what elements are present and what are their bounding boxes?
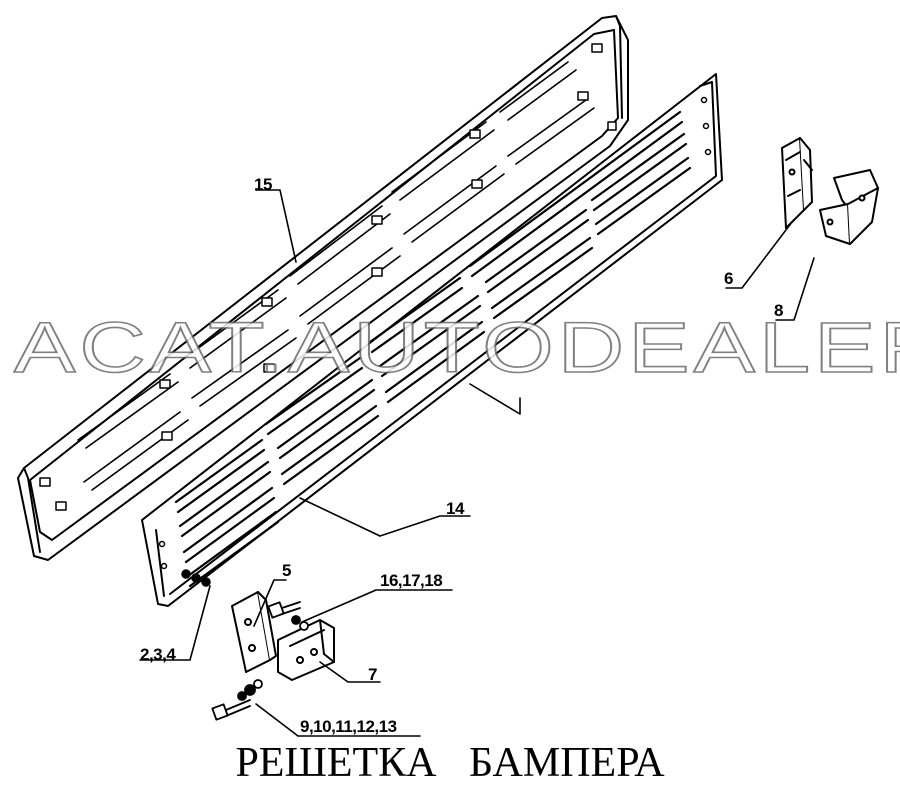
leader-lines <box>139 189 815 737</box>
bumper-grille-panel <box>141 73 723 607</box>
callout-16-17-18: 16,17,18 <box>380 571 443 590</box>
callout-7: 7 <box>368 665 377 684</box>
bolt-set-9-13 <box>211 679 263 721</box>
bracket-5 <box>231 591 277 673</box>
callout-5: 5 <box>282 561 291 580</box>
bracket-7 <box>277 619 335 681</box>
callout-15: 15 <box>254 175 272 194</box>
callout-14: 14 <box>446 499 464 518</box>
callout-2-3-4: 2,3,4 <box>140 645 176 664</box>
bracket-8 <box>819 169 879 245</box>
callout-6: 6 <box>724 269 733 288</box>
callout-8: 8 <box>774 301 783 320</box>
bracket-6 <box>781 137 813 229</box>
watermark-text: ACAT.AUTODEALER.RU <box>13 308 900 388</box>
callout-9-13: 9,10,11,12,13 <box>300 717 397 736</box>
bumper-frame-panel <box>17 15 629 561</box>
diagram-caption: РЕШЕТКА БАМПЕРА <box>235 740 665 786</box>
bolt-set-16-18 <box>267 601 309 631</box>
